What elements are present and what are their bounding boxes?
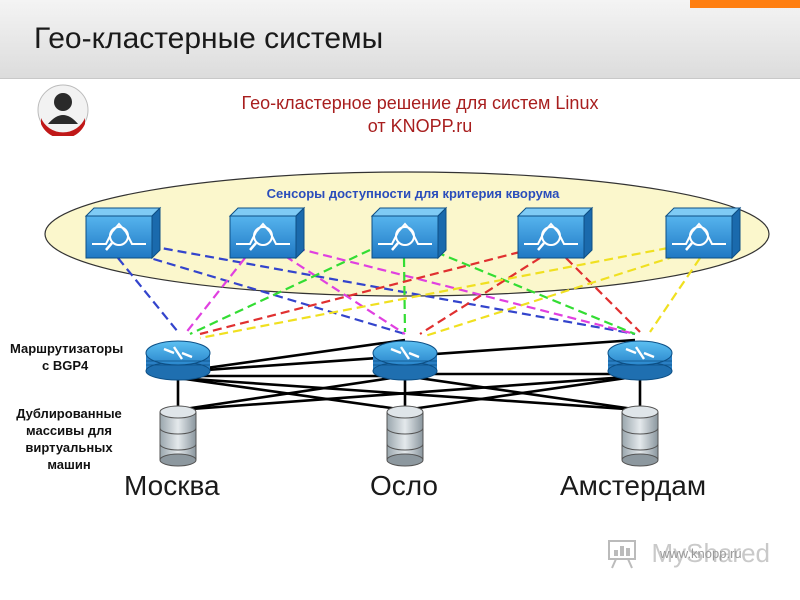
- title-accent-bar: [690, 0, 800, 8]
- storage-label-line-1: Дублированные: [16, 406, 122, 421]
- router-icon: [607, 340, 673, 381]
- subtitle-line-2: от KNOPP.ru: [367, 116, 473, 136]
- storage-label-line-2: массивы для: [26, 423, 112, 438]
- city-label-oslo: Осло: [370, 470, 439, 501]
- watermark-brand: MyShared: [651, 538, 771, 568]
- city-label-amsterdam: Амстердам: [560, 470, 707, 501]
- sensor-device-icon: [84, 206, 162, 260]
- sensor-devices: [84, 206, 742, 260]
- title-bar: Гео-кластерные системы: [0, 0, 800, 79]
- database-icon: [159, 405, 197, 467]
- page-title: Гео-кластерные системы: [34, 22, 384, 55]
- city-label-moscow: Москва: [124, 470, 220, 501]
- storage-arrays: [159, 405, 659, 467]
- routers: [145, 340, 673, 381]
- routers-label-line-2: с BGP4: [42, 358, 89, 373]
- router-icon: [145, 340, 211, 381]
- storage-label: Дублированные массивы для виртуальных ма…: [4, 405, 134, 473]
- subtitle-line-1: Гео-кластерное решение для систем Linux: [241, 93, 599, 113]
- database-icon: [386, 405, 424, 467]
- storage-label-line-4: машин: [47, 457, 91, 472]
- watermark-url: www.knopp.ru: [660, 546, 742, 561]
- sensor-device-icon: [370, 206, 448, 260]
- storage-label-line-3: виртуальных: [25, 440, 113, 455]
- sensor-device-icon: [516, 206, 594, 260]
- routers-label-line-1: Маршрутизаторы: [10, 341, 124, 356]
- database-icon: [621, 405, 659, 467]
- watermark-logo-icon: [608, 540, 636, 569]
- sensor-device-icon: [228, 206, 306, 260]
- router-icon: [372, 340, 438, 381]
- sensor-zone-label: Сенсоры доступности для критерия кворума: [267, 186, 561, 201]
- sensor-device-icon: [664, 206, 742, 260]
- presenter-avatar-icon: [37, 84, 89, 136]
- sensor-links: [117, 244, 701, 340]
- routers-label: Маршрутизаторы с BGP4: [6, 340, 150, 374]
